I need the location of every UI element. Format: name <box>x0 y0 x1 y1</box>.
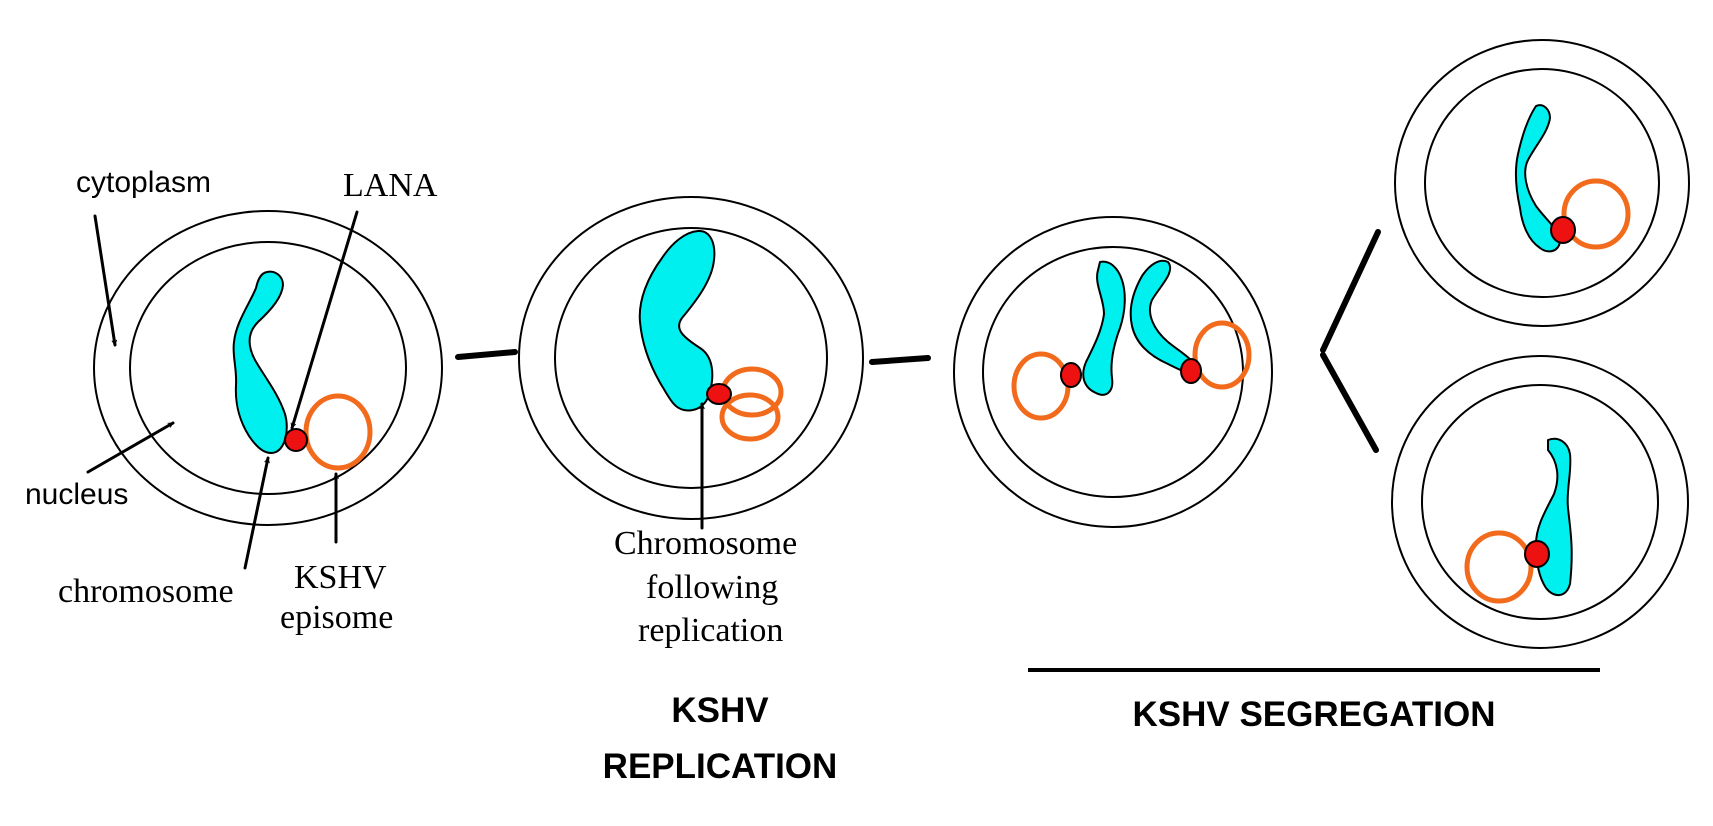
lana-protein <box>1180 358 1202 384</box>
flow-arrow-1 <box>455 349 518 360</box>
chromosome-shape <box>638 229 716 412</box>
lana-protein <box>1550 216 1576 244</box>
chromosome-label: chromosome <box>58 573 234 610</box>
lana-protein <box>284 428 308 452</box>
following-label-line1: Chromosome <box>614 525 797 562</box>
nucleus-membrane <box>1424 68 1660 298</box>
lana-protein <box>1524 540 1550 568</box>
kshv-episome-circle <box>1561 178 1631 250</box>
cytoplasm-membrane <box>953 216 1273 528</box>
lana-label: LANA <box>343 167 438 204</box>
kshv-episome-label-line2: episome <box>280 599 393 636</box>
nucleus-pointer <box>86 421 175 474</box>
kshv-episome-circle <box>719 392 781 442</box>
replication-title-line1: KSHV <box>671 691 769 730</box>
lana-protein <box>706 383 732 405</box>
kshv-episome-circle <box>303 393 373 471</box>
following-label-line2: following <box>646 569 778 606</box>
kshv-episome-circle <box>1192 320 1252 390</box>
daughter-cell-bottom <box>1391 355 1689 649</box>
cytoplasm-membrane <box>93 210 443 526</box>
nucleus-label: nucleus <box>25 478 128 511</box>
nucleus-membrane <box>1421 384 1659 620</box>
segregation-title: KSHV SEGREGATION <box>1132 695 1495 734</box>
nucleus-membrane <box>554 227 828 489</box>
flow-arrow-2 <box>869 355 931 365</box>
following-label-line3: replication <box>638 612 783 649</box>
daughter-cell-top <box>1394 39 1690 327</box>
nucleus-membrane <box>129 241 407 495</box>
lana-protein <box>1060 362 1082 388</box>
split-arrow-up <box>1320 229 1381 353</box>
cytoplasm-pointer <box>93 214 115 347</box>
cytoplasm-membrane <box>1391 355 1689 649</box>
kshv-episome-circle <box>1464 530 1534 604</box>
split-arrow-down <box>1320 352 1379 453</box>
chromosome-shape <box>232 270 288 454</box>
cell-replication <box>518 196 864 520</box>
lana-pointer <box>290 210 359 430</box>
cytoplasm-membrane <box>1394 39 1690 327</box>
cell-initial <box>93 210 443 526</box>
chromatid-left <box>1082 260 1126 396</box>
kshv-episome-label-line1: KSHV <box>294 559 387 596</box>
chromosome-pointer <box>243 456 268 570</box>
cytoplasm-label: cytoplasm <box>76 166 211 199</box>
replication-title-line2: REPLICATION <box>603 747 838 786</box>
cell-segregation <box>953 216 1273 528</box>
